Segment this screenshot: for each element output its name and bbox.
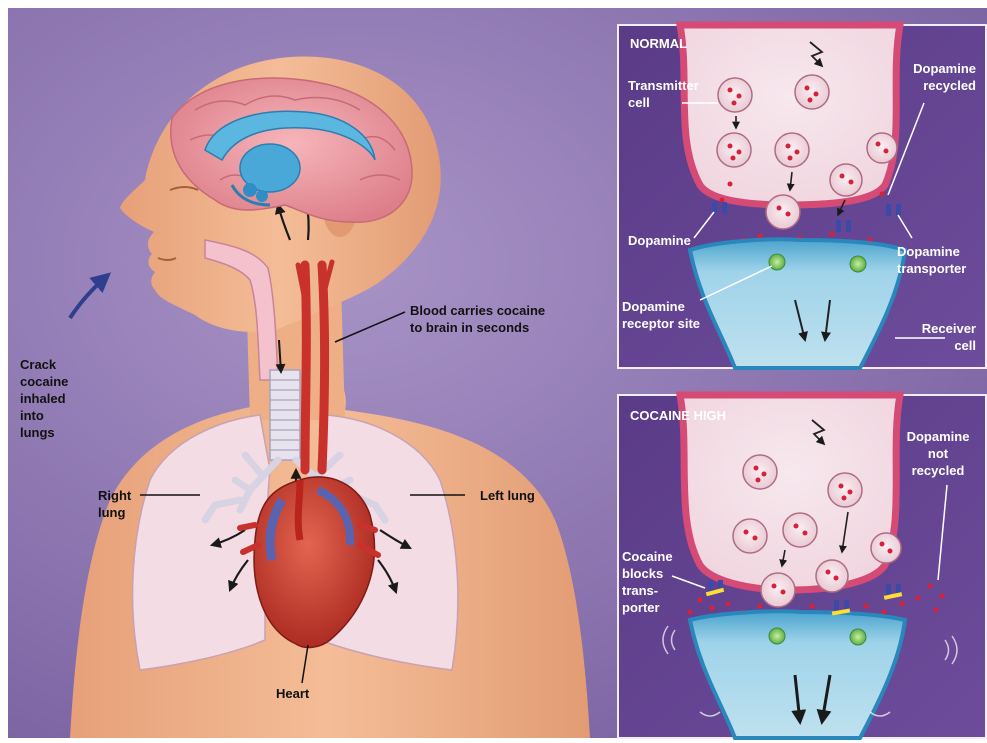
receptor-line-2: receptor site — [622, 315, 700, 332]
right-lung-label: Right lung — [98, 487, 131, 521]
right-lung-line-2: lung — [98, 504, 131, 521]
dopamine-recycled-label: Dopamine recycled — [888, 60, 976, 94]
receptor-site-label: Dopamine receptor site — [622, 298, 700, 332]
left-lung-label: Left lung — [480, 487, 535, 504]
receiver-line-1: Receiver — [898, 320, 976, 337]
blood-label: Blood carries cocaine to brain in second… — [410, 302, 545, 336]
transmitter-line-2: cell — [628, 94, 699, 111]
receiver-cell-label: Receiver cell — [898, 320, 976, 354]
transmitter-cell-2 — [680, 395, 900, 590]
not-recycled-line-1: Dopamine — [896, 428, 980, 445]
dopamine-transporter-label: Dopamine transporter — [897, 243, 966, 277]
trachea — [270, 370, 300, 460]
blood-label-line-2: to brain in seconds — [410, 319, 545, 336]
transmitter-cell-label: Transmitter cell — [628, 77, 699, 111]
blocks-line-4: porter — [622, 599, 673, 616]
dopamine-label: Dopamine — [628, 232, 691, 249]
crack-label-line-3: inhaled — [20, 390, 68, 407]
transporter-line-2: transporter — [897, 260, 966, 277]
recycled-line-2: recycled — [888, 77, 976, 94]
receiver-line-2: cell — [898, 337, 976, 354]
transmitter-line-1: Transmitter — [628, 77, 699, 94]
crack-label-line-1: Crack — [20, 356, 68, 373]
receptor-line-1: Dopamine — [622, 298, 700, 315]
not-recycled-line-2: not — [896, 445, 980, 462]
blocks-line-2: blocks — [622, 565, 673, 582]
crack-cocaine-label: Crack cocaine inhaled into lungs — [20, 356, 68, 441]
cocaine-panel-title: COCAINE HIGH — [630, 407, 726, 424]
transporter-line-1: Dopamine — [897, 243, 966, 260]
blood-label-line-1: Blood carries cocaine — [410, 302, 545, 319]
right-lung-line-1: Right — [98, 487, 131, 504]
heart-label: Heart — [276, 685, 309, 702]
normal-panel-title: NORMAL — [630, 35, 687, 52]
receptor-site — [769, 254, 785, 270]
crack-label-line-4: into — [20, 407, 68, 424]
blocks-line-1: Cocaine — [622, 548, 673, 565]
transmitter-cell — [680, 25, 900, 205]
not-recycled-line-3: recycled — [896, 462, 980, 479]
recycled-line-1: Dopamine — [888, 60, 976, 77]
blocks-line-3: trans- — [622, 582, 673, 599]
crack-label-line-2: cocaine — [20, 373, 68, 390]
crack-label-line-5: lungs — [20, 424, 68, 441]
not-recycled-label: Dopamine not recycled — [896, 428, 980, 479]
cocaine-blocks-label: Cocaine blocks trans- porter — [622, 548, 673, 616]
